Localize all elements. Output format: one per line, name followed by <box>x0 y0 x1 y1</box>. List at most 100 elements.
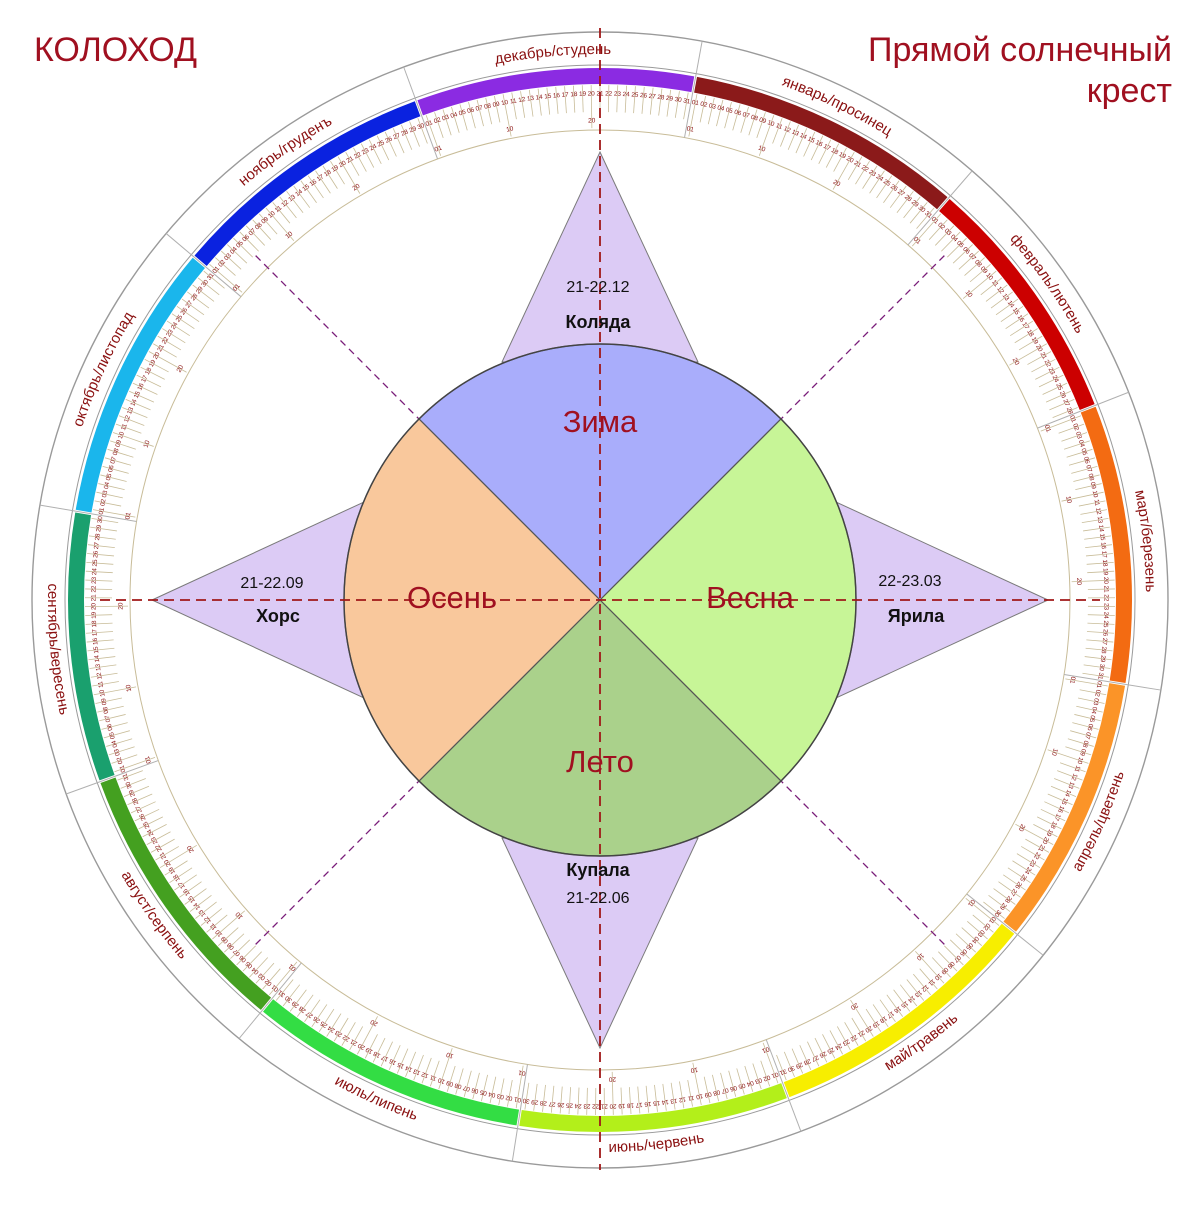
day-number: 17 <box>1100 551 1108 559</box>
day-tick <box>88 648 115 651</box>
day-number: 01 <box>513 1095 522 1103</box>
day-tick <box>1082 673 1109 677</box>
day-number: 20 <box>588 91 596 98</box>
day-tick <box>1087 631 1114 633</box>
day-number: 14 <box>1097 524 1105 532</box>
day-number: 23 <box>583 1102 591 1109</box>
day-number: 14 <box>661 1098 669 1106</box>
day-tick <box>88 545 115 548</box>
day-tick <box>582 85 583 112</box>
season-label-autumn: Осень <box>407 580 497 615</box>
holiday-date-hors: 21-22.09 <box>240 575 303 592</box>
day-number: 21 <box>600 1102 608 1109</box>
day-tick <box>638 1087 640 1114</box>
day-number: 05 <box>1079 448 1088 457</box>
day-tick <box>578 1088 579 1115</box>
day-number: 28 <box>539 1099 547 1107</box>
day-tick <box>565 86 567 113</box>
day-marker: 20 <box>832 179 842 189</box>
day-number: 10 <box>98 689 106 698</box>
day-number: 26 <box>92 550 100 558</box>
day-number: 06 <box>107 464 116 473</box>
day-marker: 20 <box>1017 823 1027 833</box>
day-number: 22 <box>91 585 98 593</box>
day-tick <box>1085 657 1112 660</box>
day-number: 24 <box>1102 612 1109 620</box>
day-tick <box>1086 640 1113 642</box>
day-number: 28 <box>657 94 665 102</box>
day-number: 09 <box>703 1090 712 1098</box>
day-tick <box>621 1088 622 1115</box>
day-number: 29 <box>95 524 103 532</box>
title-solar-cross: Прямой солнечный крест <box>752 30 1172 112</box>
day-number: 11 <box>97 680 105 688</box>
day-tick <box>1087 623 1114 624</box>
day-tick <box>85 589 112 590</box>
day-number: 02 <box>99 498 107 507</box>
day-number: 22 <box>605 91 613 98</box>
day-number: 13 <box>95 663 103 671</box>
month-label-text: март/березень <box>1131 488 1159 592</box>
day-marker: 01 <box>144 755 153 765</box>
day-tick <box>642 87 644 114</box>
season-label-spring: Весна <box>706 580 795 615</box>
day-number: 20 <box>90 602 97 610</box>
day-tick <box>1086 554 1113 556</box>
month-label-text: июнь/червень <box>608 1129 705 1156</box>
day-marker: 10 <box>757 145 767 154</box>
day-number: 18 <box>570 91 578 98</box>
day-number: 09 <box>1089 481 1098 490</box>
month-band <box>76 514 107 778</box>
month-label: март/березень <box>1131 488 1159 592</box>
day-number: 17 <box>635 1101 643 1109</box>
day-number: 18 <box>626 1101 634 1108</box>
day-number: 01 <box>1095 680 1103 689</box>
day-number: 30 <box>522 1097 530 1105</box>
day-tick <box>573 86 574 113</box>
day-marker: 20 <box>176 364 186 374</box>
day-number: 26 <box>557 1101 565 1109</box>
holiday-name-hors: Хорс <box>256 606 300 626</box>
day-number: 04 <box>110 739 119 748</box>
day-number: 19 <box>91 611 98 619</box>
day-number: 27 <box>93 541 101 549</box>
day-number: 24 <box>91 568 98 576</box>
day-number: 04 <box>450 111 459 120</box>
day-number: 05 <box>458 109 467 118</box>
day-tick <box>675 91 679 118</box>
day-tick <box>556 87 558 114</box>
day-tick <box>86 631 113 633</box>
day-number: 08 <box>1087 473 1096 482</box>
day-tick <box>85 580 112 581</box>
day-number: 01 <box>98 507 106 516</box>
day-number: 07 <box>109 455 118 464</box>
day-number: 29 <box>1099 655 1107 663</box>
day-number: 17 <box>91 628 98 636</box>
day-number: 10 <box>1075 756 1084 765</box>
day-number: 30 <box>96 515 104 524</box>
day-marker: 01 <box>686 125 695 133</box>
day-number: 22 <box>592 1102 600 1109</box>
day-marker: 01 <box>761 1045 771 1054</box>
day-number: 05 <box>105 472 114 481</box>
day-number: 13 <box>669 1097 677 1105</box>
day-number: 19 <box>579 91 587 98</box>
day-marker: 01 <box>434 144 444 153</box>
day-marker: 01 <box>124 511 132 520</box>
day-number: 01 <box>691 99 700 107</box>
day-tick <box>671 1083 675 1110</box>
day-marker: 20 <box>608 1075 616 1082</box>
day-number: 05 <box>108 731 117 740</box>
day-number: 16 <box>92 637 100 645</box>
day-number: 29 <box>666 95 674 103</box>
day-tick <box>1086 648 1113 651</box>
holiday-date-yarila: 22-23.03 <box>878 573 941 590</box>
day-number: 09 <box>100 697 108 706</box>
day-number: 31 <box>1096 672 1104 680</box>
day-number: 11 <box>687 1094 695 1102</box>
day-tick <box>688 1080 693 1107</box>
day-number: 06 <box>467 106 476 115</box>
title-kolokhod: КОЛОХОД <box>34 30 197 71</box>
day-number: 21 <box>1102 586 1109 594</box>
day-tick <box>1084 665 1111 669</box>
